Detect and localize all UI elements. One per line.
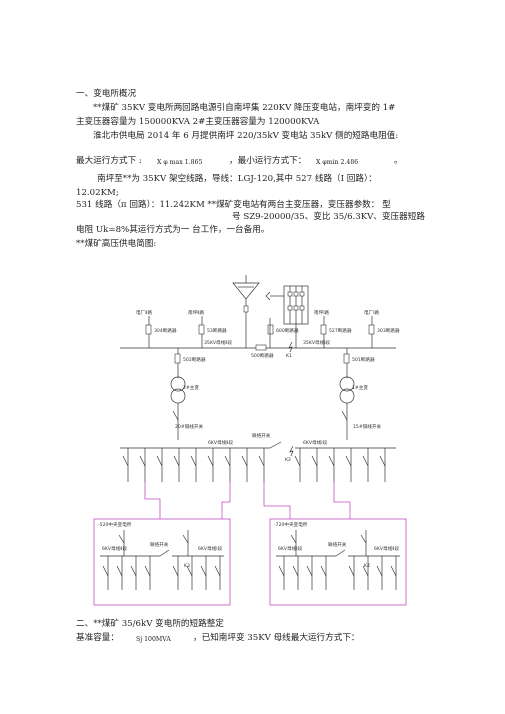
breaker-304-label: 304断路器 (154, 327, 177, 334)
transformer-2-label: 2#主变 (183, 384, 199, 391)
paragraph-7-value: Sj 100MVA (136, 636, 171, 643)
breaker-53-label: 53断路器 (207, 327, 227, 334)
breaker-502 (174, 353, 181, 364)
paragraph-3-label-max: 最大运行方式下 : (76, 156, 142, 166)
breaker-527-label: 527断路器 (329, 327, 352, 334)
fault-point-k1: K1 (286, 353, 292, 359)
fault-point-k4: K4 (364, 563, 370, 569)
tie-breaker-500-label: 500断路器 (251, 352, 274, 359)
substation-520-bus-r: 6KV母线Ⅰ段 (198, 545, 223, 552)
breaker-501 (343, 353, 350, 364)
paragraph-5-line-3: 电阻 Uk=8%其运行方式为一 台工作，一台备用。 (76, 225, 270, 235)
section-1-heading: 一、变电所概况 (76, 89, 137, 99)
substation-720-title: -720中央变电所 (274, 521, 308, 528)
incomer-label-4: 电厂Ⅰ路 (364, 309, 380, 316)
paragraph-6: **煤矿高压供电简图: (76, 239, 157, 249)
paragraph-3-value-min: X φmin 2.486 (316, 159, 359, 166)
substation-720-bus-r: 6KV母线Ⅱ段 (374, 545, 400, 552)
paragraph-7-label: 基准容量： (76, 633, 119, 643)
incomer-label-1: 电厂Ⅱ路 (136, 309, 152, 316)
breaker-527 (320, 324, 327, 335)
substation-520-box (93, 518, 231, 606)
paragraph-4-line-2: 12.02KM; (76, 188, 119, 198)
isolator-15-label: 15#隔线开关 (353, 423, 381, 430)
paragraph-3-value-max: X φ max 1.865 (157, 159, 203, 166)
paragraph-2: 淮北市供电局 2014 年 6 月提供南坪 220/35kV 变电站 35kV … (93, 131, 399, 141)
substation-720-bus-l: 6KV母线Ⅰ段 (278, 545, 303, 552)
bus-6kv-right-label: 6KV母线Ⅰ段 (303, 439, 328, 446)
substation-720-tie: 联络开关 (328, 541, 347, 548)
substation-720-box (269, 518, 407, 606)
breaker-304 (145, 324, 152, 335)
incomer-label-3: 南坪Ⅰ路 (314, 309, 330, 316)
tie-switch-6kv-label: 联络开关 (252, 432, 271, 439)
breaker-502-label: 502断路器 (183, 356, 206, 363)
fault-point-k2: K2 (285, 457, 291, 463)
lightning-arrester-symbol (232, 275, 260, 300)
paragraph-1-line-1: **煤矿 35KV 变电所两回路电源引自南坪集 220KV 降压变电站，南坪变的… (93, 103, 396, 113)
paragraph-3-label-min: ，最小运行方式下： (229, 156, 307, 166)
tie-breaker-500 (255, 344, 267, 351)
paragraph-5-line-1: 531 线路（п 回路）：11.242KM **煤矿变电站有两台主变压器，变压器… (76, 200, 391, 210)
transformer-1-symbol (339, 376, 355, 392)
breaker-600-label: 600断路器 (276, 327, 299, 334)
substation-520-title: -520中央变电所 (98, 521, 132, 528)
substation-520-tie: 联络开关 (150, 541, 169, 548)
pt-cabinet-symbol (265, 285, 309, 325)
transformer-1-label: 1#主变 (352, 384, 368, 391)
bus-35kv-right-label: 35KV母线Ⅰ段 (303, 339, 331, 346)
breaker-501-label: 501断路器 (352, 356, 375, 363)
paragraph-3-end: 。 (394, 156, 403, 166)
bus-35kv-left-label: 35KV母线Ⅱ段 (204, 339, 232, 346)
paragraph-1-line-2: 主变压器容量为 150000KVA 2#主变压器容量为 120000KVA (76, 117, 320, 127)
isolator-20-label: 20#隔线开关 (175, 423, 203, 430)
paragraph-4-line-1: 南坪至**为 35KV 架空线路，导线：LGJ-120,其中 527 线路（I … (97, 174, 377, 184)
incomer-label-2: 南坪Ⅱ路 (188, 309, 204, 316)
feeders-6kv-right (294, 448, 386, 482)
breaker-303-label: 303断路器 (377, 327, 400, 334)
section-2-heading: 二、**煤矿 35/6kV 变电所的短路整定 (76, 619, 224, 629)
bus-6kv-left-label: 6KV母线Ⅱ段 (208, 439, 234, 446)
paragraph-5-line-2: 号 SZ9-20000/35、变比 35/6.3KV、变压器短路 (232, 212, 425, 222)
breaker-303 (368, 324, 375, 335)
substation-520-bus-l: 6KV母线Ⅱ段 (102, 545, 128, 552)
feeders-6kv-left (122, 448, 265, 482)
breaker-53 (198, 324, 205, 335)
transformer-2-symbol (170, 376, 186, 392)
paragraph-7-end: ，已知南坪变 35KV 母线最大运行方式下： (193, 633, 360, 643)
breaker-600 (267, 324, 274, 335)
